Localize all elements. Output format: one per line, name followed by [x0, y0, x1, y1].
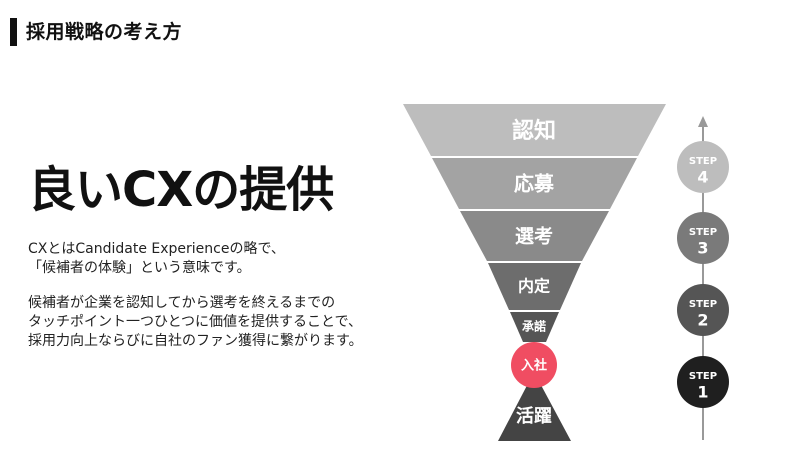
funnel-label: 内定 — [518, 277, 550, 296]
funnel-label: 活躍 — [516, 405, 552, 427]
funnel-stage-7 — [498, 372, 571, 441]
body-text: 候補者が企業を認知してから選考を終えるまでの タッチポイント一つひとつに価値を提… — [28, 294, 363, 351]
step-circle-3 — [677, 212, 729, 264]
funnel-label: 選考 — [515, 226, 553, 248]
step-word: STEP — [689, 299, 717, 310]
funnel-stage-3 — [460, 211, 609, 261]
header-accent-bar — [10, 18, 17, 46]
body-line: タッチポイント一つひとつに価値を提供することで、 — [28, 314, 363, 330]
step-number: 3 — [697, 239, 708, 258]
intro-line: 「候補者の体験」という意味です。 — [28, 260, 251, 276]
step-number: 2 — [697, 311, 708, 330]
funnel-label: 応募 — [514, 172, 555, 196]
funnel-label: 認知 — [512, 118, 556, 144]
step-circle-4 — [677, 141, 729, 193]
funnel-stage-6 — [511, 342, 557, 388]
intro-text: CXとはCandidate Experienceの略で、 「候補者の体験」という… — [28, 240, 285, 278]
funnel-stage-2 — [432, 158, 637, 209]
funnel-stage-1 — [403, 104, 666, 156]
step-circle-2 — [677, 284, 729, 336]
intro-line: CXとはCandidate Experienceの略で、 — [28, 241, 285, 257]
funnel-stage-4 — [488, 263, 581, 310]
main-title: 良いCXの提供 — [28, 162, 334, 218]
page-header-title: 採用戦略の考え方 — [26, 21, 183, 43]
step-word: STEP — [689, 156, 717, 167]
arrow-up-icon — [698, 116, 708, 127]
step-number: 4 — [697, 168, 708, 187]
step-circle-1 — [677, 356, 729, 408]
funnel-label: 承諾 — [522, 319, 546, 334]
step-number: 1 — [697, 383, 708, 402]
body-line: 候補者が企業を認知してから選考を終えるまでの — [28, 295, 336, 311]
funnel-stage-5 — [510, 312, 559, 342]
body-line: 採用力向上ならびに自社のファン獲得に繋がります。 — [28, 333, 363, 349]
step-word: STEP — [689, 371, 717, 382]
funnel-label: 入社 — [521, 358, 547, 374]
step-word: STEP — [689, 227, 717, 238]
